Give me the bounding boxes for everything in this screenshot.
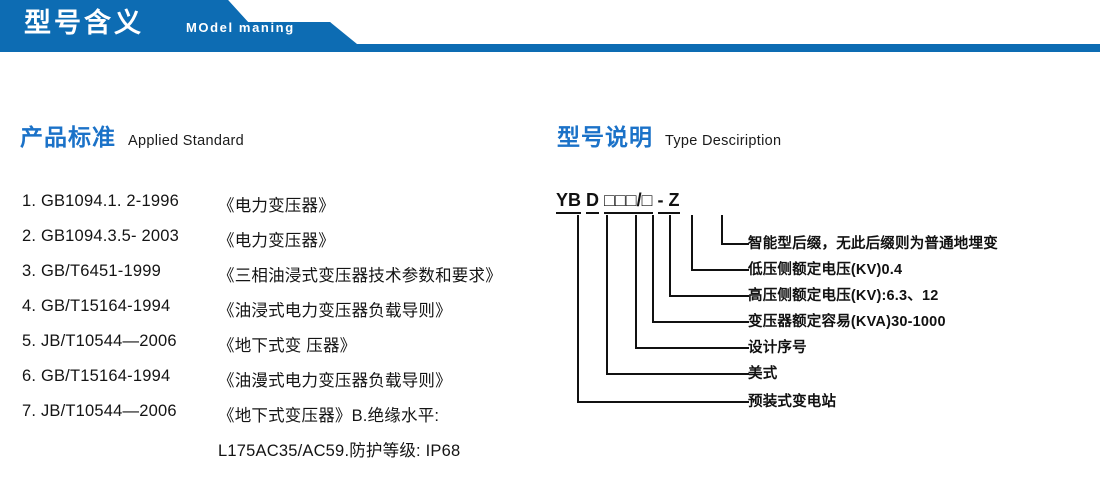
standard-code: 2. GB1094.3.5- 2003 [22,227,179,245]
standard-item: 3. GB/T6451-1999 《三相油浸式变压器技术参数和要求》 [22,262,542,297]
standard-name: 《油浸式电力变压器负载导则》 [218,302,452,320]
standard-item: 1. GB1094.1. 2-1996 《电力变压器》 [22,192,542,227]
standard-code: 5. JB/T10544—2006 [22,332,177,350]
code-segment-box3: □ [625,190,637,214]
type-label: 预装式变电站 [748,394,837,410]
standard-code: 6. GB/T15164-1994 [22,367,171,385]
type-label: 设计序号 [748,340,807,356]
standard-code: 7. JB/T10544—2006 [22,402,177,420]
section-heading-applied-standard: 产品标准 Applied Standard [20,118,244,152]
section-heading-en: Applied Standard [128,133,245,149]
code-segment-z: - Z [657,190,680,214]
section-heading-cn: 型号说明 [557,124,653,150]
standard-item: 2. GB1094.3.5- 2003 《电力变压器》 [22,227,542,262]
code-segment-box1: □ [604,190,615,214]
standards-list: 1. GB1094.1. 2-1996 《电力变压器》 2. GB1094.3.… [22,192,542,477]
standard-code: 3. GB/T6451-1999 [22,262,161,280]
type-label: 变压器额定容易(KVA)30-1000 [748,314,946,330]
standard-code: 4. GB/T15164-1994 [22,297,171,315]
standard-name: 《油漫式电力变压器负载导则》 [218,372,452,390]
type-label: 美式 [748,366,778,382]
leader-lines [577,215,749,403]
standard-name: 《电力变压器》 [218,232,335,250]
standard-name: 《地下式变 压器》 [218,337,357,355]
type-code-diagram: YB D □□□/□ - Z 智能型后缀，无此后缀则为普通地埋变 低压侧额定电压… [552,190,1092,440]
page-header: 型号含义 MOdel maning [0,0,1100,52]
header-banner-shape [0,0,1100,52]
standard-name-continued: L175AC35/AC59.防护等级: IP68 [218,442,461,460]
standard-name: 《电力变压器》 [218,197,335,215]
page-subtitle: MOdel maning [186,20,295,35]
standard-name: 《地下式变压器》B.绝缘水平: [218,407,440,425]
code-segment-box2: □ [614,190,626,214]
page-title: 型号含义 [24,8,144,38]
standard-item: 4. GB/T15164-1994 《油浸式电力变压器负载导则》 [22,297,542,332]
standard-item: 5. JB/T10544—2006 《地下式变 压器》 [22,332,542,367]
standard-name: 《三相油浸式变压器技术参数和要求》 [218,267,502,285]
code-segment-yb: YB [556,190,582,214]
section-heading-cn: 产品标准 [20,124,116,150]
type-label: 智能型后缀，无此后缀则为普通地埋变 [748,236,998,252]
standard-item-continuation: 7. JB/T10544—2006 L175AC35/AC59.防护等级: IP… [22,437,542,477]
type-label: 高压侧额定电压(KV):6.3、12 [748,288,939,304]
section-heading-en: Type Desciription [665,133,782,149]
type-label: 低压侧额定电压(KV)0.4 [748,262,903,278]
standard-code: 1. GB1094.1. 2-1996 [22,192,179,210]
code-segment-d: D [586,190,600,214]
standard-item: 6. GB/T15164-1994 《油漫式电力变压器负载导则》 [22,367,542,402]
section-heading-type-description: 型号说明 Type Desciription [557,118,781,152]
type-code-string: YB D □□□/□ - Z [556,190,680,214]
code-segment-lv: /□ [636,190,653,214]
standard-item: 7. JB/T10544—2006 《地下式变压器》B.绝缘水平: [22,402,542,437]
